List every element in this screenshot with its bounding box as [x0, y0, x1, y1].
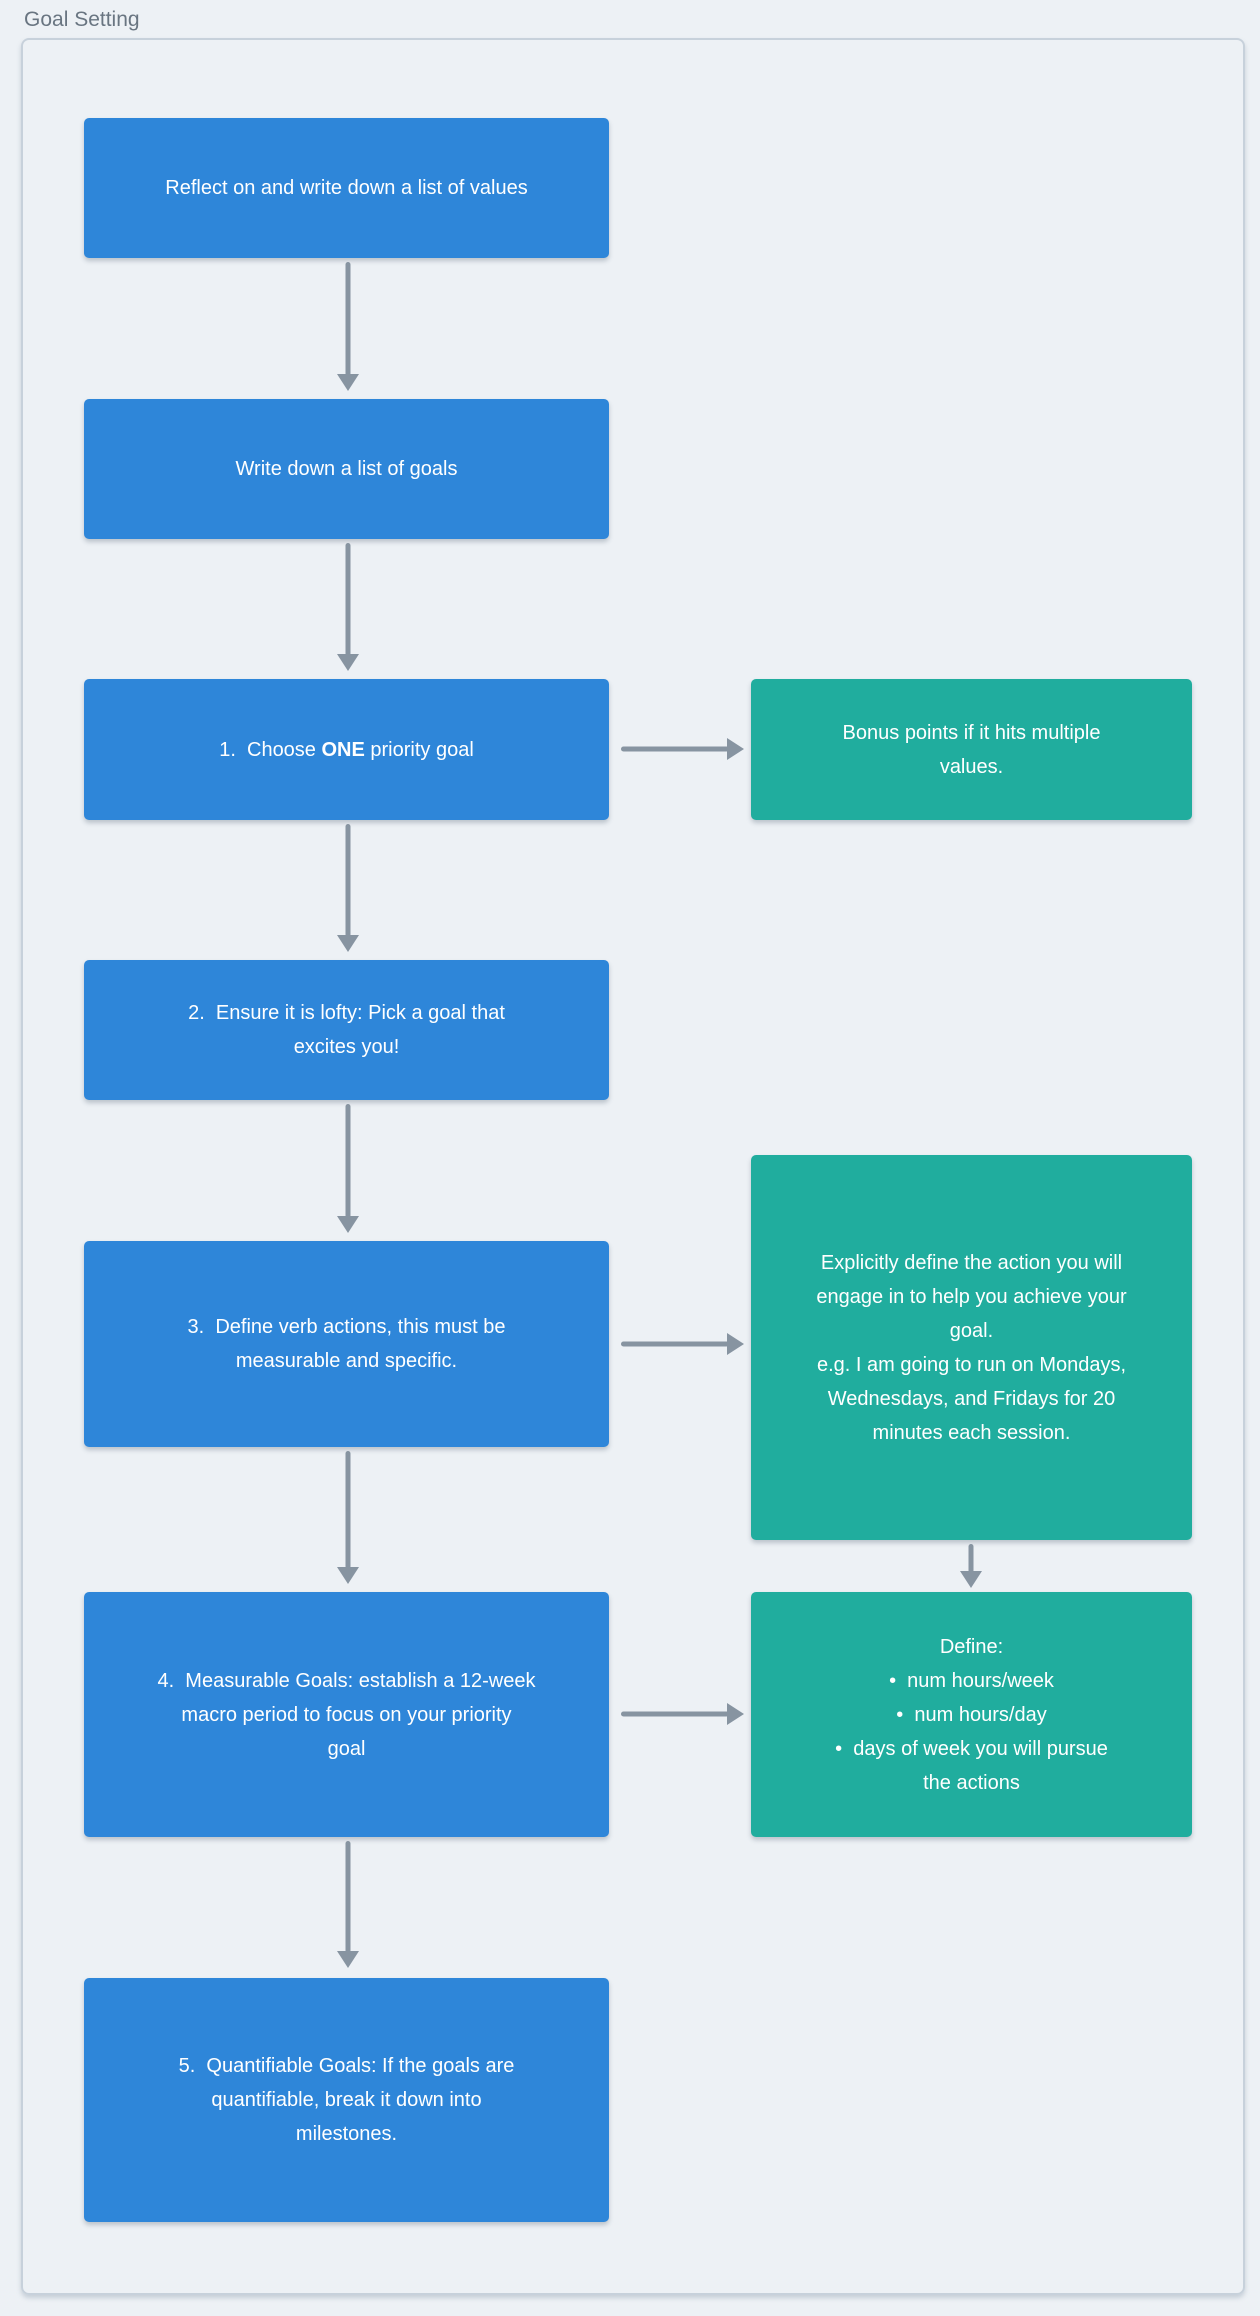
note-explicit-action[interactable]: Explicitly define the action you will en… [751, 1155, 1192, 1540]
note-bonus-values[interactable]: Bonus points if it hits multiple values. [751, 679, 1192, 820]
arrow-step4-to-step5[interactable] [337, 1841, 359, 1968]
arrowhead-right-icon [727, 1703, 744, 1725]
step-2-lofty-goal[interactable]: 2. Ensure it is lofty: Pick a goal that … [84, 960, 609, 1100]
step-1-text-post: priority goal [364, 738, 474, 761]
arrow-shaft [345, 543, 351, 656]
arrowhead-down-icon [337, 654, 359, 671]
note-define-hours[interactable]: Define: • num hours/week • num hours/day… [751, 1592, 1192, 1837]
diagram-frame [21, 38, 1245, 2295]
arrow-step1-to-note-bonus[interactable] [621, 738, 744, 760]
note-explicit-action-label: Explicitly define the action you will en… [816, 1251, 1127, 1444]
note-bonus-values-label: Bonus points if it hits multiple values. [842, 721, 1101, 778]
step-list-goals[interactable]: Write down a list of goals [84, 399, 609, 539]
arrowhead-down-icon [337, 374, 359, 391]
step-2-lofty-goal-label: 2. Ensure it is lofty: Pick a goal that … [188, 1002, 505, 1058]
arrow-values-to-goals[interactable] [337, 262, 359, 391]
arrowhead-right-icon [727, 738, 744, 760]
arrow-shaft [345, 1841, 351, 1953]
step-reflect-values-label: Reflect on and write down a list of valu… [165, 177, 528, 199]
arrow-note-action-to-note-define[interactable] [960, 1544, 982, 1588]
step-reflect-values[interactable]: Reflect on and write down a list of valu… [84, 118, 609, 258]
arrow-step2-to-step3[interactable] [337, 1104, 359, 1233]
arrow-shaft [345, 1104, 351, 1218]
arrowhead-down-icon [337, 1951, 359, 1968]
arrow-shaft [968, 1544, 974, 1573]
arrow-shaft [345, 824, 351, 937]
note-define-hours-label: Define: • num hours/week • num hours/day… [835, 1635, 1108, 1794]
arrowhead-down-icon [337, 1567, 359, 1584]
arrowhead-down-icon [960, 1571, 982, 1588]
arrowhead-down-icon [337, 1216, 359, 1233]
step-1-text-pre: 1. Choose [219, 738, 322, 761]
page-title: Goal Setting [24, 8, 140, 31]
arrow-goals-to-step1[interactable] [337, 543, 359, 671]
step-1-choose-one-label: 1. Choose ONE priority goal [205, 733, 488, 767]
arrow-step3-to-note-action[interactable] [621, 1333, 744, 1355]
step-5-quantifiable-goals-label: 5. Quantifiable Goals: If the goals are … [178, 2055, 515, 2145]
arrow-shaft [621, 746, 729, 752]
arrowhead-down-icon [337, 935, 359, 952]
step-4-measurable-goals[interactable]: 4. Measurable Goals: establish a 12-week… [84, 1592, 609, 1837]
step-3-verb-actions[interactable]: 3. Define verb actions, this must be mea… [84, 1241, 609, 1447]
step-4-measurable-goals-label: 4. Measurable Goals: establish a 12-week… [157, 1669, 536, 1760]
arrow-step1-to-step2[interactable] [337, 824, 359, 952]
arrow-shaft [345, 1451, 351, 1569]
arrow-shaft [345, 262, 351, 376]
arrow-step3-to-step4[interactable] [337, 1451, 359, 1584]
arrow-step4-to-note-define[interactable] [621, 1703, 744, 1725]
arrow-shaft [621, 1711, 729, 1717]
step-1-choose-one[interactable]: 1. Choose ONE priority goal [84, 679, 609, 820]
arrowhead-right-icon [727, 1333, 744, 1355]
step-1-text-bold: ONE [321, 738, 365, 761]
step-3-verb-actions-label: 3. Define verb actions, this must be mea… [187, 1316, 506, 1372]
step-5-quantifiable-goals[interactable]: 5. Quantifiable Goals: If the goals are … [84, 1978, 609, 2222]
arrow-shaft [621, 1341, 729, 1347]
step-list-goals-label: Write down a list of goals [235, 458, 458, 480]
